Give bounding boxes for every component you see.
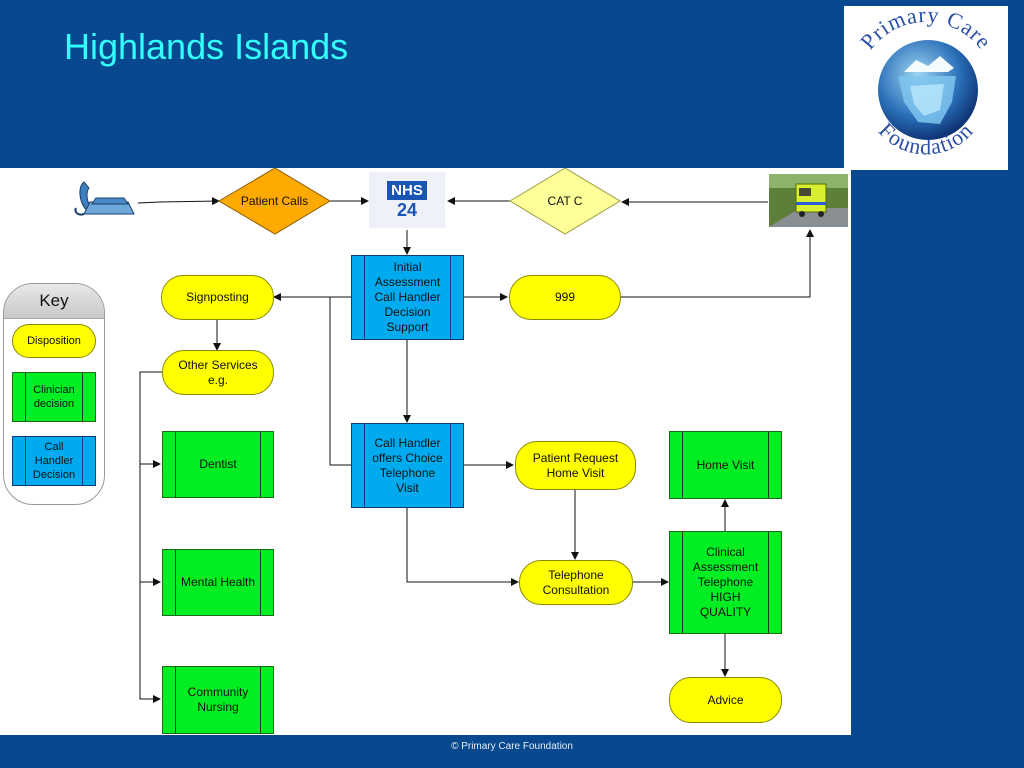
- community-nursing-label: Community Nursing: [187, 685, 249, 714]
- nhs24-number: 24: [396, 199, 418, 220]
- home-visit-node: Home Visit: [669, 431, 782, 499]
- key-disposition: Disposition: [12, 324, 96, 358]
- nhs-label: NHS: [387, 180, 427, 200]
- connector-branch-to-mental-health: [139, 464, 161, 586]
- connector-999-to-ambulance: [620, 229, 814, 298]
- nhs24-logo: NHS 24: [369, 172, 445, 228]
- telephone-consultation-node: Telephone Consultation: [519, 560, 633, 605]
- connector-initial-branch-to-call-handler: [329, 297, 351, 466]
- slide-title: Highlands Islands: [64, 26, 349, 67]
- patient-request-node: Patient Request Home Visit: [515, 441, 636, 490]
- primary-care-foundation-logo: Primary Care Foundation: [844, 2, 1008, 170]
- advice-node: Advice: [669, 677, 782, 723]
- flowchart-connectors: [74, 168, 848, 703]
- logo-graphic: Primary Care Foundation: [855, 2, 996, 160]
- connector-branch-to-community-nursing: [139, 582, 161, 703]
- patient-calls-label: Patient Calls: [240, 193, 309, 208]
- dentist-node: Dentist: [162, 431, 274, 498]
- call-handler-choice-label: Call Handler offers Choice Telephone Vis…: [372, 435, 443, 495]
- telephone-consultation-label: Telephone Consultation: [542, 567, 610, 597]
- connector-call-handler-to-telephone: [406, 508, 519, 586]
- initial-assessment-label: Initial Assessment Call Handler Decision…: [374, 260, 441, 334]
- other-services-node: Other Services e.g.: [162, 350, 274, 395]
- clinical-assessment-node: Clinical Assessment Telephone HIGH QUALI…: [669, 531, 782, 634]
- ambulance-photo: [769, 174, 848, 227]
- mental-health-node: Mental Health: [162, 549, 274, 616]
- telephone-icon: [74, 181, 135, 216]
- connector-other-services-to-dentist: [139, 371, 162, 468]
- other-services-label: Other Services e.g.: [178, 357, 258, 387]
- initial-assessment-node: Initial Assessment Call Handler Decision…: [351, 255, 464, 340]
- community-nursing-node: Community Nursing: [162, 666, 274, 734]
- key-title: Key: [4, 284, 104, 319]
- connector-phone-to-patient-calls: [137, 197, 220, 206]
- key-clinician-decision: Clinician decision: [12, 372, 96, 422]
- 999-node: 999: [509, 275, 621, 320]
- diagram-key: Key Disposition Clinician decision Call …: [3, 283, 105, 505]
- flowchart-canvas: Patient Calls CAT C NHS 24 Initial Asses…: [0, 168, 851, 735]
- cat-c-diamond: [509, 168, 621, 235]
- patient-calls-diamond: [218, 168, 331, 235]
- key-clinician-decision-label: Clinician decision: [33, 384, 75, 410]
- cat-c-label: CAT C: [547, 193, 583, 208]
- patient-request-label: Patient Request Home Visit: [532, 450, 619, 480]
- slide-footer: © Primary Care Foundation: [451, 741, 573, 752]
- signposting-node: Signposting: [161, 275, 274, 320]
- clinical-assessment-label: Clinical Assessment Telephone HIGH QUALI…: [692, 545, 759, 619]
- key-call-handler-decision: Call Handler Decision: [12, 436, 96, 486]
- call-handler-choice-node: Call Handler offers Choice Telephone Vis…: [351, 423, 464, 508]
- key-call-handler-decision-label: Call Handler Decision: [32, 441, 76, 481]
